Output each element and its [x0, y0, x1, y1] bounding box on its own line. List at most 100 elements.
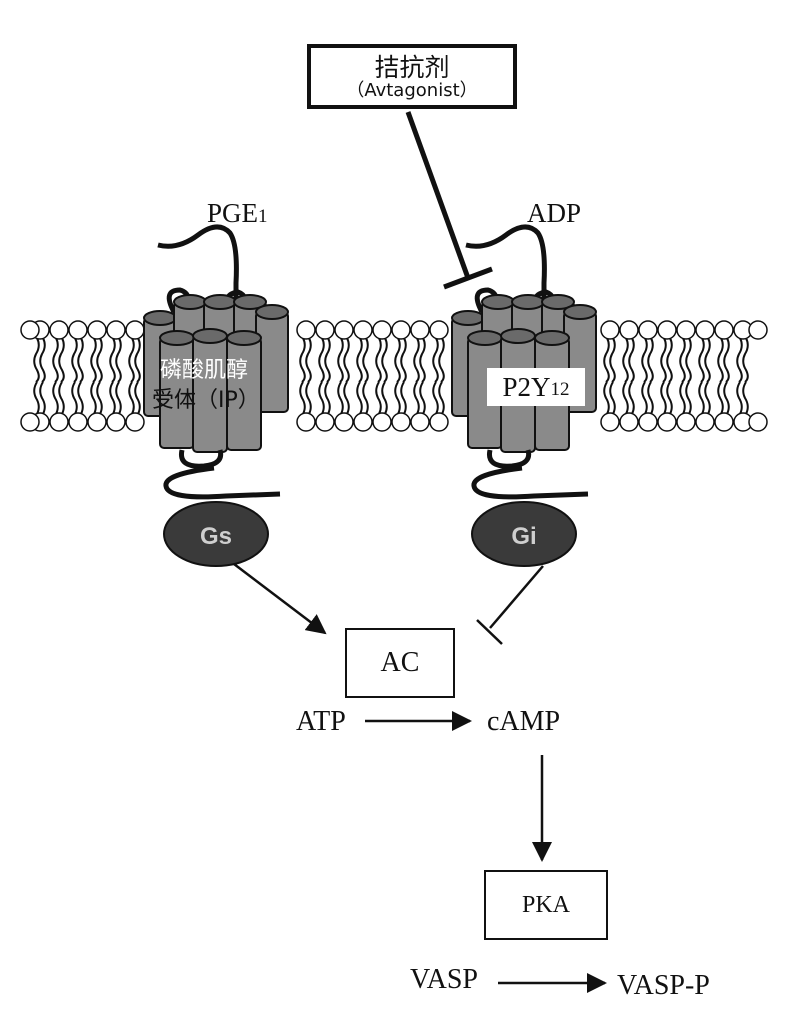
lipid-tail	[641, 337, 648, 383]
helix-top	[563, 304, 597, 320]
camp-label: cAMP	[487, 706, 561, 737]
lipid-head	[657, 412, 677, 432]
lipid-head	[391, 320, 411, 340]
lipid-tail	[128, 381, 135, 415]
pge1-label: PGE1	[207, 200, 268, 227]
lipid-head	[714, 412, 734, 432]
helix-top	[192, 328, 228, 344]
helix-top	[255, 304, 289, 320]
lipid-head	[87, 320, 107, 340]
n-terminal-tail	[157, 224, 239, 303]
helix-top	[511, 294, 545, 310]
lipid-tail	[96, 381, 103, 415]
lipid-head	[372, 412, 392, 432]
lipid-tail	[723, 381, 730, 415]
lipid-tail	[698, 337, 705, 383]
lipid-head	[638, 320, 658, 340]
helix-top	[541, 294, 575, 310]
lipid-head	[296, 412, 316, 432]
antagonist-box: 拮抗剂 （Avtagonist）	[307, 44, 517, 109]
helix-top	[203, 294, 237, 310]
lipid-tail	[375, 381, 382, 415]
lipid-head	[334, 320, 354, 340]
lipid-tail	[603, 381, 610, 415]
gs-activation-arrow	[233, 563, 327, 635]
lipid-tail	[685, 337, 692, 383]
lipid-tail	[77, 337, 84, 383]
c-terminal-tail	[471, 465, 589, 500]
helix-top	[467, 330, 503, 346]
lipid-tail	[647, 337, 654, 383]
antagonist-inhibit-bar	[443, 266, 493, 290]
lipid-tail	[337, 381, 344, 415]
lipid-head	[87, 412, 107, 432]
lipid-tail	[717, 381, 724, 415]
lipid-head	[748, 412, 768, 432]
antagonist-inhibit-line	[405, 111, 471, 279]
lipid-tail	[628, 381, 635, 415]
lipid-head	[315, 412, 335, 432]
lipid-tail	[622, 337, 629, 383]
lipid-head	[410, 412, 430, 432]
lipid-tail	[723, 337, 730, 383]
lipid-tail	[381, 337, 388, 383]
lipid-tail	[305, 337, 312, 383]
lipid-tail	[679, 337, 686, 383]
lipid-tail	[324, 381, 331, 415]
lipid-tail	[609, 381, 616, 415]
helix-top	[159, 330, 195, 346]
lipid-head	[695, 320, 715, 340]
antagonist-label: 拮抗剂	[374, 53, 450, 82]
pka-box: PKA	[484, 870, 608, 940]
lipid-head	[429, 412, 449, 432]
c-terminal-tail	[163, 465, 281, 500]
lipid-head	[125, 320, 145, 340]
lipid-tail	[318, 337, 325, 383]
lipid-tail	[39, 381, 46, 415]
lipid-tail	[660, 337, 667, 383]
lipid-bilayer	[20, 320, 768, 432]
lipid-head	[429, 320, 449, 340]
lipid-tail	[400, 381, 407, 415]
lipid-tail	[299, 381, 306, 415]
lipid-head	[296, 320, 316, 340]
lipid-tail	[305, 381, 312, 415]
lipid-head	[391, 412, 411, 432]
lipid-tail	[432, 381, 439, 415]
ip-receptor-name-line1: 磷酸肌醇	[160, 358, 249, 383]
lipid-head	[68, 412, 88, 432]
lipid-tail	[134, 381, 141, 415]
lipid-tail	[39, 337, 46, 383]
lipid-tail	[128, 337, 135, 383]
lipid-tail	[134, 337, 141, 383]
lipid-tail	[622, 381, 629, 415]
ip-receptor-name-line2: 受体（IP）	[152, 388, 260, 413]
gi-inhibit-bar	[476, 619, 503, 645]
lipid-head	[20, 320, 40, 340]
lipid-tail	[438, 337, 445, 383]
lipid-head	[125, 412, 145, 432]
lipid-tail	[679, 381, 686, 415]
lipid-tail	[704, 337, 711, 383]
helix-top	[233, 294, 267, 310]
helix-top	[534, 330, 570, 346]
lipid-tail	[337, 337, 344, 383]
lipid-head	[657, 320, 677, 340]
lipid-head	[20, 412, 40, 432]
intracellular-loop	[178, 449, 224, 469]
g-protein-label: Gs	[200, 523, 232, 550]
lipid-tail	[299, 337, 306, 383]
lipid-head	[68, 320, 88, 340]
lipid-tail	[704, 381, 711, 415]
lipid-tail	[115, 337, 122, 383]
lipid-head	[106, 320, 126, 340]
helix-top	[143, 310, 177, 326]
lipid-head	[676, 320, 696, 340]
lipid-tail	[90, 381, 97, 415]
lipid-tail	[109, 337, 116, 383]
lipid-tail	[356, 337, 363, 383]
lipid-head	[353, 412, 373, 432]
lipid-tail	[52, 381, 59, 415]
